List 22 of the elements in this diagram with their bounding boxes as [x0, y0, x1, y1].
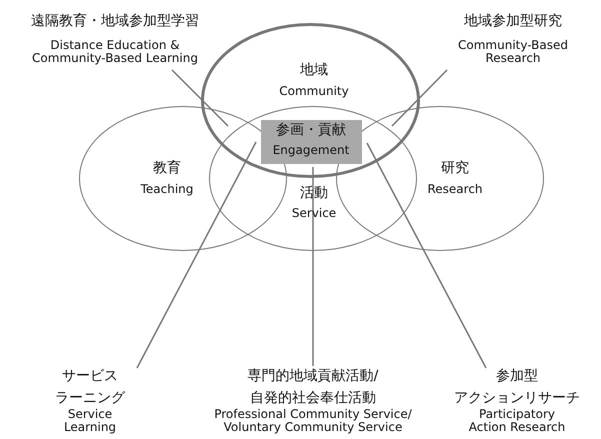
english-label: Service Learning — [64, 408, 116, 434]
leader-line — [136, 142, 257, 368]
leader-line — [312, 167, 314, 366]
english-label: Participatory Action Research — [468, 408, 566, 434]
japanese-label: 教育 — [153, 161, 181, 176]
highlight-box — [261, 120, 362, 164]
japanese-label: 参画・貢献 — [276, 123, 346, 138]
english-label: Distance Education & Community-Based Learning — [32, 39, 198, 66]
english-label: Community — [279, 85, 349, 98]
english-label: Community-Based Research — [458, 39, 568, 66]
english-label: Engagement — [272, 144, 350, 158]
japanese-label: 参加型アクションリサーチ — [454, 367, 580, 408]
japanese-label: 遠隔教育・地域参加型学習 — [31, 14, 199, 30]
japanese-label: 地域 — [300, 63, 328, 78]
english-label: Professional Community Service/ Voluntary Community Service — [214, 408, 412, 434]
japanese-label: 研究 — [441, 161, 469, 176]
english-label: Research — [427, 183, 483, 196]
english-label: Teaching — [140, 183, 194, 196]
japanese-label: 専門的地域貢献活動/自発的社会奉仕活動 — [248, 367, 378, 408]
japanese-label: サービスラーニング — [55, 367, 125, 408]
leader-line — [366, 142, 487, 368]
japanese-label: 地域参加型研究 — [464, 14, 562, 30]
